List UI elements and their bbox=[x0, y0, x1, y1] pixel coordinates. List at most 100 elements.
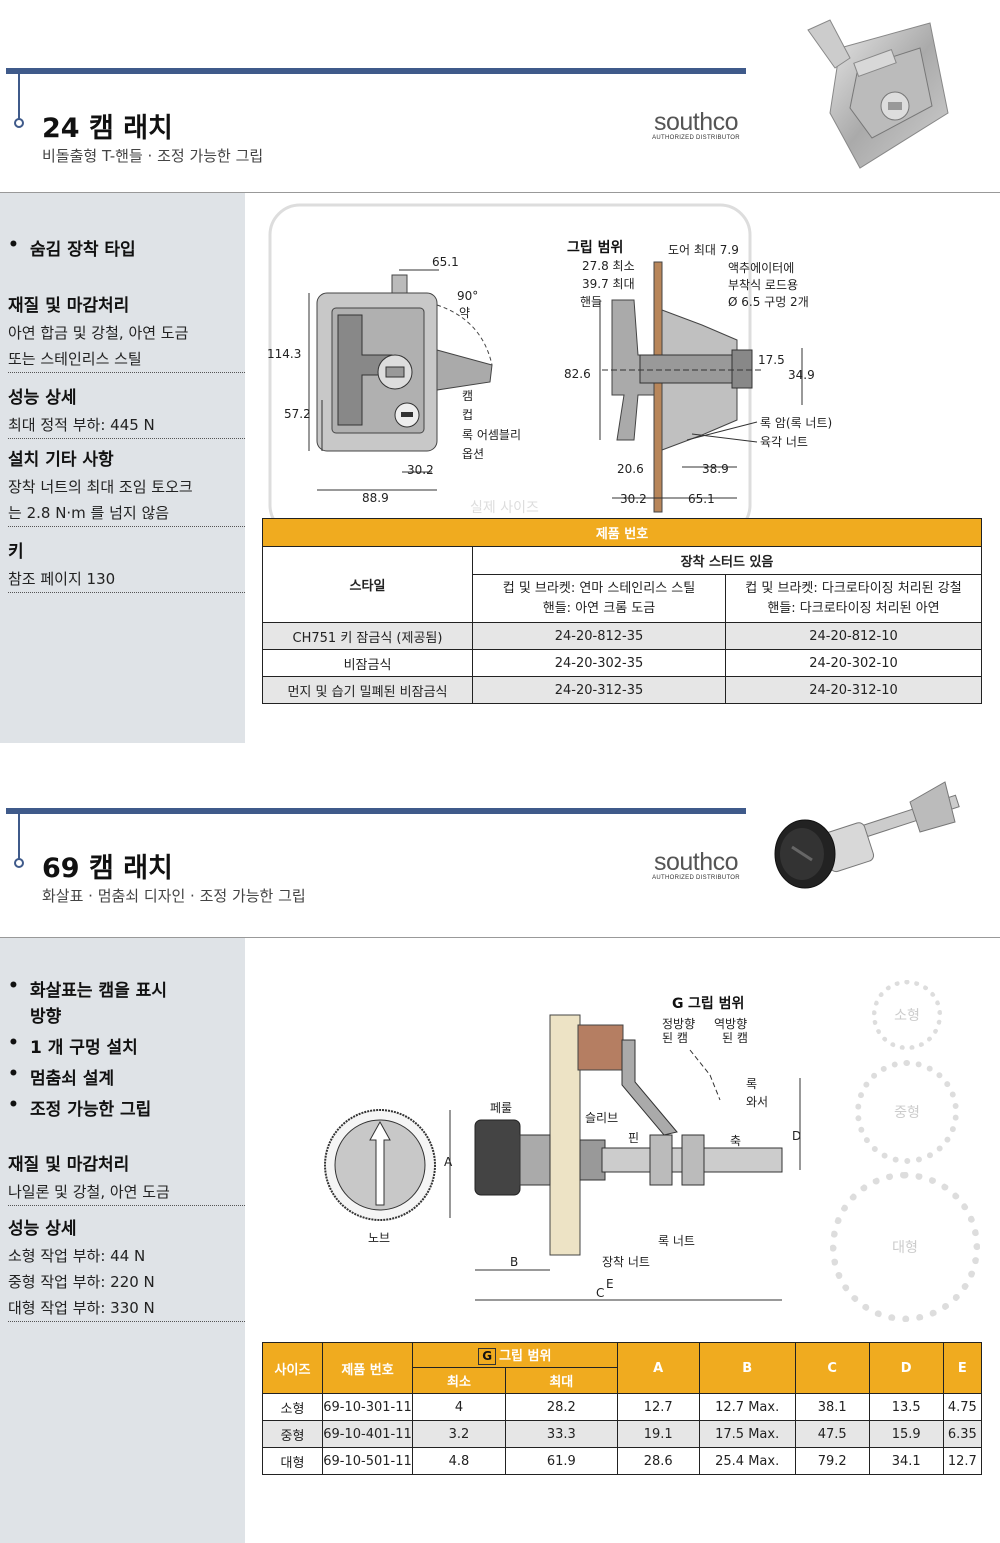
svg-text:페룰: 페룰 bbox=[490, 1101, 512, 1115]
key-section: 키 참조 페이지 130 bbox=[8, 537, 245, 593]
table-row: 먼지 및 습기 밀폐된 비잠금식 24-20-312-35 24-20-312-… bbox=[262, 676, 982, 704]
table-row: 비잠금식 24-20-302-35 24-20-302-10 bbox=[262, 649, 982, 677]
svg-text:장착 너트: 장착 너트 bbox=[602, 1255, 650, 1269]
southco-logo: southco AUTHORIZED DISTRIBUTOR bbox=[652, 848, 740, 881]
product-photo-t-handle bbox=[807, 19, 949, 169]
product-photo-knob-latch bbox=[774, 781, 960, 889]
section-69-cam-latch: 69 캠 래치 화살표 · 멈춤쇠 디자인 · 조정 가능한 그립 southc… bbox=[0, 760, 1000, 1543]
size-circle-small: 소형 bbox=[872, 980, 942, 1050]
page-title: 24 캠 래치 bbox=[42, 113, 173, 144]
label-lock-arm: 록 암(록 너트) bbox=[760, 416, 832, 430]
header-divider bbox=[0, 937, 1000, 938]
watermark-actual-size: 실제 사이즈 bbox=[470, 500, 539, 516]
grip-min: 27.8 최소 bbox=[582, 259, 635, 273]
page-subtitle: 화살표 · 멈춤쇠 디자인 · 조정 가능한 그립 bbox=[42, 887, 306, 905]
dim-82-6: 82.6 bbox=[564, 367, 591, 381]
dim-38-9: 38.9 bbox=[702, 462, 729, 476]
key-heading: 키 bbox=[8, 542, 24, 562]
header-vline bbox=[18, 74, 20, 124]
svg-text:C: C bbox=[596, 1286, 604, 1300]
table-header: 제품 번호 bbox=[262, 518, 982, 547]
grip-g-label: G bbox=[672, 996, 684, 1012]
part-number-table-24: 제품 번호 스타일 장착 스터드 있음 컵 및 브라켓: 연마 스테인리스 스틸… bbox=[262, 518, 982, 704]
dim-34-9: 34.9 bbox=[788, 368, 815, 382]
label-handle: 핸들 bbox=[580, 294, 602, 309]
stud-header: 장착 스터드 있음 bbox=[472, 546, 982, 575]
dim-90: 90° bbox=[457, 289, 478, 303]
material-section: 재질 및 마감처리 아연 합금 및 강철, 아연 도금 또는 스테인리스 스틸 bbox=[8, 291, 245, 373]
sidebar: •화살표는 캠을 표시 방향 •1 개 구멍 설치 •멈춤쇠 설계 •조정 가능… bbox=[0, 938, 245, 1543]
dim-114-3: 114.3 bbox=[267, 347, 301, 361]
svg-text:D: D bbox=[792, 1129, 801, 1143]
page-subtitle: 비돌출형 T-핸들 · 조정 가능한 그립 bbox=[42, 147, 264, 165]
dim-30-2b: 30.2 bbox=[620, 492, 647, 506]
page-title: 69 캠 래치 bbox=[42, 853, 173, 884]
label-lock-assembly: 록 어셈블리 bbox=[462, 428, 521, 442]
install-section: 설치 기타 사항 장착 너트의 최대 조임 토오크 는 2.8 N·m 를 넘지… bbox=[8, 445, 245, 527]
header-dot bbox=[14, 858, 24, 868]
performance-section: 성능 상세 소형 작업 부하: 44 N 중형 작업 부하: 220 N 대형 … bbox=[8, 1214, 245, 1322]
svg-text:슬리브: 슬리브 bbox=[585, 1111, 618, 1125]
svg-text:와서: 와서 bbox=[746, 1095, 768, 1109]
material-section: 재질 및 마감처리 나일론 및 강철, 아연 도금 bbox=[8, 1150, 245, 1206]
sidebar: •숨김 장착 타입 재질 및 마감처리 아연 합금 및 강철, 아연 도금 또는… bbox=[0, 193, 245, 743]
performance-heading: 성능 상세 bbox=[8, 388, 77, 408]
label-door: 도어 최대 7.9 bbox=[668, 243, 739, 257]
material-heading: 재질 및 마감처리 bbox=[8, 296, 130, 316]
svg-text:노브: 노브 bbox=[368, 1231, 390, 1245]
dim-88-9: 88.9 bbox=[362, 491, 389, 505]
size-circle-large: 대형 bbox=[830, 1172, 980, 1322]
logo-main: southco bbox=[653, 108, 739, 136]
header-bar bbox=[6, 68, 746, 74]
svg-text:록 너트: 록 너트 bbox=[658, 1234, 695, 1248]
table-row: CH751 키 잠금식 (제공됨) 24-20-812-35 24-20-812… bbox=[262, 622, 982, 650]
svg-text:A: A bbox=[444, 1155, 453, 1169]
label-cam: 캠 bbox=[462, 389, 473, 403]
logo-sub: AUTHORIZED DISTRIBUTOR bbox=[652, 135, 740, 141]
dim-57-2: 57.2 bbox=[284, 407, 311, 421]
performance-section: 성능 상세 최대 정적 부하: 445 N bbox=[8, 383, 245, 439]
dim-17-5: 17.5 bbox=[758, 353, 785, 367]
svg-text:B: B bbox=[510, 1255, 518, 1269]
technical-drawing-24: 65.1 114.3 57.2 88.9 30.2 90° 약 캠 컵 록 어셈… bbox=[267, 203, 832, 520]
svg-text:E: E bbox=[606, 1277, 614, 1291]
dim-65-1b: 65.1 bbox=[688, 492, 715, 506]
label-approx: 약 bbox=[459, 305, 470, 320]
style-header: 스타일 bbox=[262, 546, 473, 623]
grip-title: 그립 범위 bbox=[567, 240, 623, 256]
technical-drawing-69: A 노브 G 그립 범위 정방향 된 캠 역방향 된 캠 록 와서 페룰 슬리브… bbox=[324, 996, 801, 1301]
header-dot bbox=[14, 118, 24, 128]
svg-text:역방향: 역방향 bbox=[714, 1017, 747, 1031]
label-actuator2: 부착식 로드용 bbox=[728, 278, 798, 292]
svg-text:된 캠: 된 캠 bbox=[662, 1031, 688, 1045]
svg-text:록: 록 bbox=[746, 1077, 757, 1091]
feature-bullet: •숨김 장착 타입 bbox=[8, 235, 136, 260]
svg-text:핀: 핀 bbox=[628, 1131, 639, 1145]
label-actuator3: Ø 6.5 구멍 2개 bbox=[728, 295, 809, 309]
southco-logo: southco AUTHORIZED DISTRIBUTOR bbox=[636, 108, 756, 141]
dim-65-1: 65.1 bbox=[432, 255, 459, 269]
header-bar bbox=[6, 808, 746, 814]
svg-text:정방향: 정방향 bbox=[662, 1017, 695, 1031]
label-cup: 컵 bbox=[462, 408, 473, 422]
label-actuator1: 액추에이터에 bbox=[728, 261, 794, 275]
svg-text:된 캠: 된 캠 bbox=[722, 1031, 748, 1045]
label-option: 옵션 bbox=[462, 447, 484, 461]
header-divider bbox=[0, 192, 1000, 193]
install-heading: 설치 기타 사항 bbox=[8, 450, 114, 470]
dim-20-6: 20.6 bbox=[617, 462, 644, 476]
dim-30-2: 30.2 bbox=[407, 463, 434, 477]
section-24-cam-latch: 24 캠 래치 비돌출형 T-핸들 · 조정 가능한 그립 southco AU… bbox=[0, 0, 1000, 760]
grip-max: 39.7 최대 bbox=[582, 277, 635, 291]
feature-bullets: •화살표는 캠을 표시 방향 •1 개 구멍 설치 •멈춤쇠 설계 •조정 가능… bbox=[8, 976, 167, 1120]
label-hex-nut: 육각 너트 bbox=[760, 435, 808, 449]
grip-title: 그립 범위 bbox=[688, 996, 744, 1012]
header-vline bbox=[18, 814, 20, 864]
size-circle-medium: 중형 bbox=[855, 1060, 959, 1164]
